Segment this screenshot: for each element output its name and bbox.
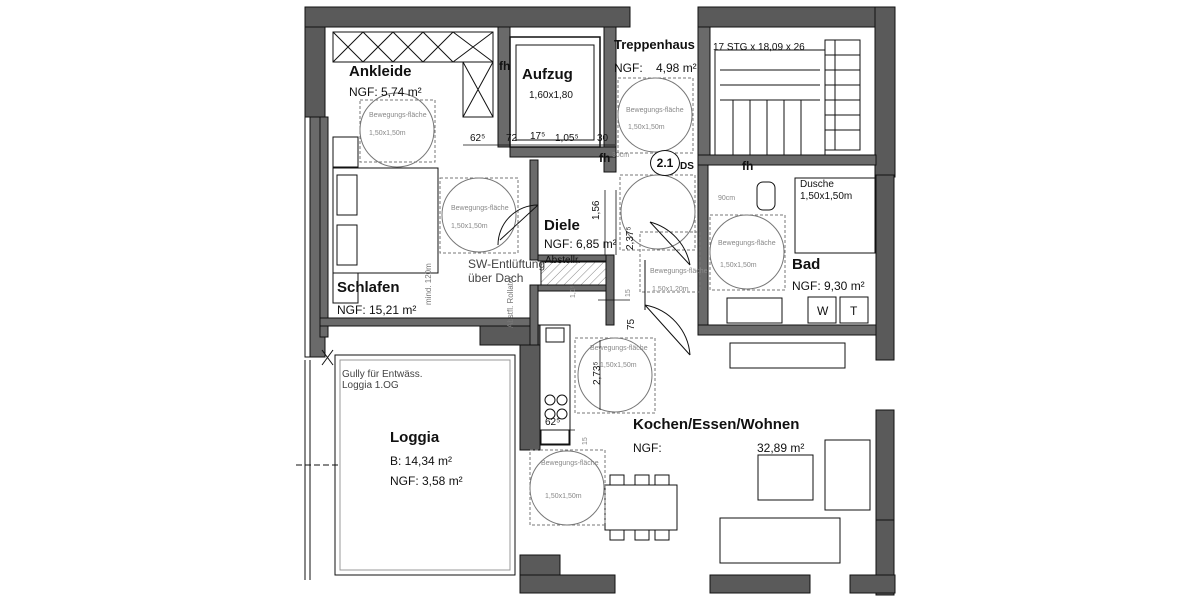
room-ngf-value-treppenhaus: 4,98 m² bbox=[656, 61, 697, 75]
elevator-shaft bbox=[509, 36, 601, 148]
fh-label-2: fh bbox=[599, 151, 611, 165]
staircase bbox=[714, 39, 861, 156]
dim-72: 72 bbox=[506, 133, 518, 144]
wardrobe bbox=[332, 31, 494, 118]
room-ngf-diele: NGF: 6,85 m² bbox=[544, 237, 617, 251]
room-ngf-label-treppenhaus: NGF: bbox=[614, 61, 643, 75]
living-furniture bbox=[604, 342, 871, 564]
room-ngf-value-kochen: 32,89 m² bbox=[757, 441, 805, 455]
dryer-label: T bbox=[850, 304, 858, 318]
dimension-lines bbox=[463, 144, 630, 431]
room-name-kochen: Kochen/Essen/Wohnen bbox=[633, 416, 800, 433]
gully-note-1: Gully für Entwäss. bbox=[342, 369, 423, 380]
room-ngf-ankleide: NGF: 5,74 m² bbox=[349, 85, 422, 99]
storage-label: Abstellr. bbox=[545, 255, 581, 266]
shower-size: 1,50x1,50m bbox=[800, 191, 853, 202]
room-name-treppenhaus: Treppenhaus bbox=[614, 37, 695, 52]
elevator-size: 1,60x1,80 bbox=[529, 90, 573, 101]
bewegung-label-2: Bewegungs-fläche bbox=[451, 205, 509, 212]
dim-237: 2,37⁵ bbox=[625, 226, 636, 250]
room-ngf-loggia: NGF: 3,58 m² bbox=[390, 474, 463, 488]
dim-17: 17⁵ bbox=[530, 131, 546, 142]
dim-30: 30 bbox=[597, 133, 609, 144]
clearance-90cm: 90cm bbox=[718, 195, 736, 202]
bewegung-size-7: 1,50x1,50m bbox=[545, 493, 582, 500]
ds-label: DS bbox=[680, 161, 694, 172]
room-ngf-schlafen: NGF: 15,21 m² bbox=[337, 303, 417, 317]
unit-number-badge: 2.1 bbox=[650, 150, 680, 176]
stair-note: 17 STG x 18,09 x 26 bbox=[713, 42, 805, 53]
dim-2735: 2,73⁵ bbox=[592, 361, 603, 385]
doors bbox=[497, 204, 691, 356]
min-width-note: mind. 120m bbox=[424, 263, 433, 305]
bewegung-label-5: Bewegungs-fläche bbox=[650, 268, 708, 275]
clearance-30cm: 30cm bbox=[612, 152, 630, 159]
washer-label: W bbox=[817, 304, 829, 318]
bewegung-size-5: 1,50x1,20m bbox=[652, 286, 689, 293]
storage-hatch bbox=[540, 261, 607, 286]
bewegung-label-1: Bewegungs-fläche bbox=[369, 112, 427, 119]
gully-note-2: Loggia 1.OG bbox=[342, 380, 399, 391]
bed bbox=[332, 136, 439, 304]
room-name-ankleide: Ankleide bbox=[349, 63, 412, 80]
room-name-aufzug: Aufzug bbox=[522, 66, 573, 83]
bewegung-size-3: 1,50x1,50m bbox=[628, 124, 665, 131]
bewegung-size-4: 1,50x1,50m bbox=[720, 262, 757, 269]
bewegung-label-6: Bewegungs-fläche bbox=[590, 345, 648, 352]
room-ngf-label-kochen: NGF: bbox=[633, 441, 662, 455]
axis-marks bbox=[296, 349, 340, 466]
dim-62b: 62⁵ bbox=[545, 417, 561, 428]
bewegung-size-1: 1,50x1,50m bbox=[369, 130, 406, 137]
bewegung-label-7: Bewegungs-fläche bbox=[541, 460, 599, 467]
sw-note-2: über Dach bbox=[468, 271, 524, 285]
room-name-loggia: Loggia bbox=[390, 429, 440, 446]
room-name-diele: Diele bbox=[544, 217, 580, 234]
bathroom-fixtures bbox=[726, 177, 876, 324]
bewegung-size-6: 1,50x1,50m bbox=[600, 362, 637, 369]
fh-label-3: fh bbox=[742, 159, 754, 173]
dim-115: 1,1⁵ bbox=[570, 285, 577, 298]
room-name-schlafen: Schlafen bbox=[337, 279, 400, 296]
room-name-bad: Bad bbox=[792, 256, 821, 273]
room-ngf-bad: NGF: 9,30 m² bbox=[792, 279, 865, 293]
bewegung-label-4: Bewegungs-fläche bbox=[718, 240, 776, 247]
exterior-walls bbox=[304, 6, 896, 596]
room-b-loggia: B: 14,34 m² bbox=[390, 454, 453, 468]
bewegung-size-2: 1,50x1,50m bbox=[451, 223, 488, 230]
dim-15a: 15 bbox=[582, 437, 589, 445]
dim-75: 75 bbox=[626, 318, 637, 330]
dim-62a: 62⁵ bbox=[470, 133, 486, 144]
dim-156: 1,56 bbox=[591, 200, 602, 220]
dim-15b: 15 bbox=[625, 289, 632, 297]
sw-note-1: SW-Entlüftung bbox=[468, 257, 546, 271]
interior-walls bbox=[319, 26, 877, 346]
rollator-note: Abstfl. Rollator bbox=[506, 275, 515, 328]
bewegung-label-3: Bewegungs-fläche bbox=[626, 107, 684, 114]
shower-label: Dusche bbox=[800, 179, 834, 190]
fh-label-1: fh bbox=[499, 59, 511, 73]
dim-105: 1,05⁵ bbox=[555, 133, 579, 144]
